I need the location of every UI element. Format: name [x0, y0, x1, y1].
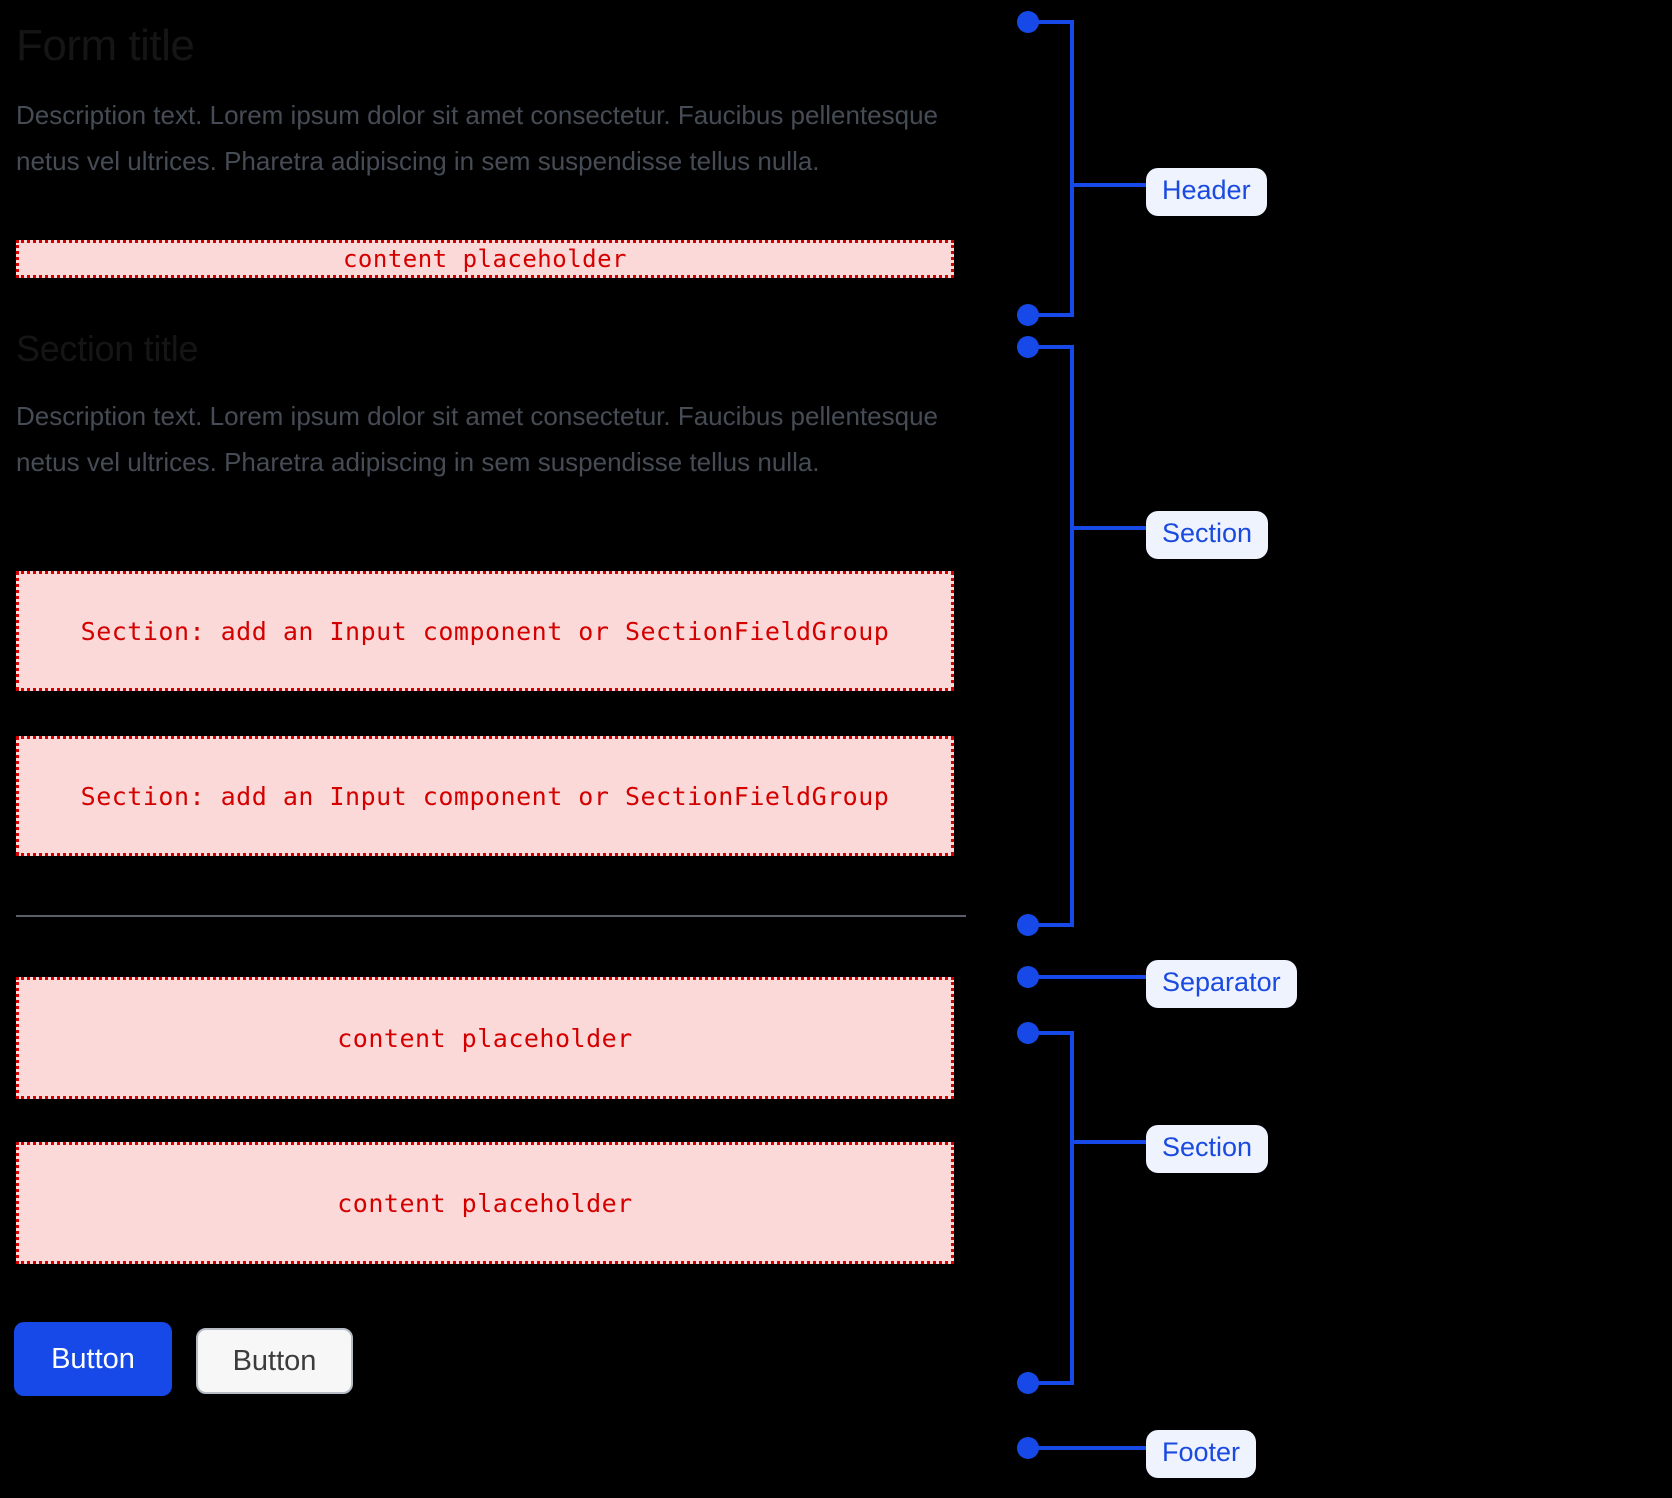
- primary-button[interactable]: Button: [14, 1322, 172, 1396]
- anchor-dot-separator: [1017, 966, 1039, 988]
- section-field-placeholder-1: Section: add an Input component or Secti…: [16, 571, 954, 691]
- section-placeholder-label-2: Section: add an Input component or Secti…: [80, 781, 890, 811]
- separator-rule: [16, 915, 966, 917]
- footer-actions: Button Button: [14, 1322, 353, 1396]
- anchor-dot-section-one-bottom: [1017, 914, 1039, 936]
- secondary-button[interactable]: Button: [196, 1328, 353, 1394]
- page-title: Form title: [16, 21, 195, 70]
- section-two-content-placeholder-1: content placeholder: [16, 977, 954, 1099]
- anchor-dot-section-two-top: [1017, 1022, 1039, 1044]
- section-two-placeholder-label-1: content placeholder: [337, 1023, 633, 1053]
- section-field-placeholder-2: Section: add an Input component or Secti…: [16, 736, 954, 856]
- annotation-label-section-two[interactable]: Section: [1146, 1125, 1269, 1173]
- anchor-dot-header-top: [1017, 11, 1039, 33]
- section-title: Section title: [16, 328, 199, 369]
- section-two-content-placeholder-2: content placeholder: [16, 1142, 954, 1264]
- form-column: Form title Description text. Lorem ipsum…: [16, 0, 1016, 1498]
- header-placeholder-label: content placeholder: [342, 245, 628, 273]
- anchor-dot-footer: [1017, 1437, 1039, 1459]
- section-one-bracket: [1028, 345, 1074, 927]
- section-two-bracket: [1028, 1031, 1074, 1385]
- anchor-dot-header-bottom: [1017, 304, 1039, 326]
- annotation-label-section-one[interactable]: Section: [1146, 511, 1269, 559]
- header-description: Description text. Lorem ipsum dolor sit …: [16, 100, 939, 176]
- header-bracket: [1028, 20, 1074, 317]
- annotation-label-header[interactable]: Header: [1146, 168, 1267, 216]
- annotation-label-separator[interactable]: Separator: [1146, 960, 1297, 1008]
- anchor-dot-section-one-top: [1017, 336, 1039, 358]
- header-content-placeholder: content placeholder: [16, 240, 954, 278]
- anchor-dot-section-two-bottom: [1017, 1372, 1039, 1394]
- section-description: Description text. Lorem ipsum dolor sit …: [16, 401, 939, 477]
- section-two-placeholder-label-2: content placeholder: [337, 1188, 633, 1218]
- annotation-label-footer[interactable]: Footer: [1146, 1430, 1257, 1478]
- section-placeholder-label-1: Section: add an Input component or Secti…: [80, 616, 890, 646]
